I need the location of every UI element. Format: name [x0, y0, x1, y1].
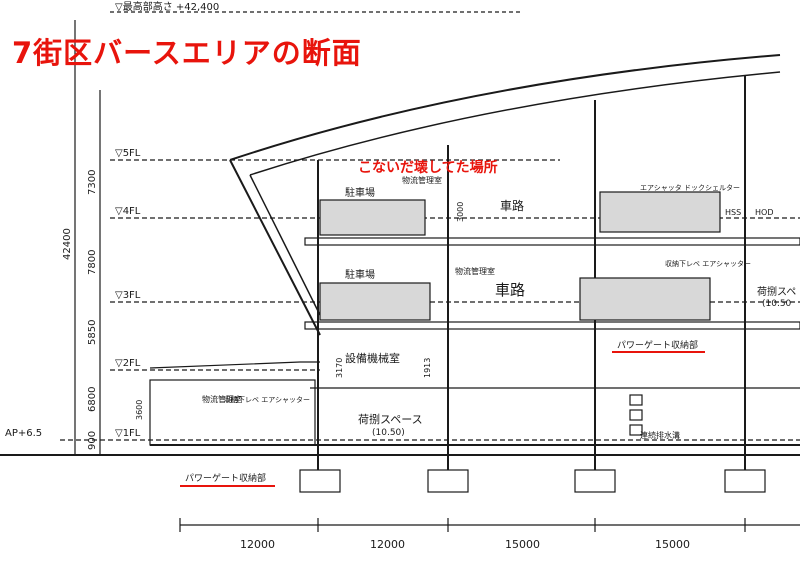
room-equipment: 設備機械室: [345, 351, 400, 365]
window-right-2: [629, 409, 643, 421]
room-logistics-4f: 物流管理室: [402, 175, 442, 185]
air-shutter-1f-label: 収納下レベ エアシャッター: [224, 395, 310, 404]
vertical-dim-3: 5850: [87, 320, 98, 345]
vertical-dim-1: 7300: [87, 170, 98, 195]
truck-3f-left: [319, 282, 431, 321]
power-gate-label-upper: パワーゲート収納部: [617, 339, 698, 351]
page-title: 7街区バースエリアの断面: [12, 36, 362, 70]
height-3600-label: 3600: [135, 400, 144, 420]
height-1913-label: 1913: [423, 358, 432, 378]
footing-2: [427, 469, 469, 493]
drain-label: 連続排水溝: [640, 430, 680, 440]
vertical-dim-5: 900: [87, 431, 98, 450]
footing-1: [299, 469, 341, 493]
canopy-left: [149, 361, 320, 369]
height-3170-label: 3170: [335, 358, 344, 378]
vertical-dim-2: 7800: [87, 250, 98, 275]
floor-label-5fl: ▽5FL: [115, 148, 141, 159]
floor-label-4fl: ▽4FL: [115, 206, 141, 217]
slab-4f: [304, 237, 800, 246]
truck-4f-right: [599, 191, 721, 233]
footing-4: [724, 469, 766, 493]
height-3000-label: 3000: [456, 202, 465, 222]
room-cargo-space: 荷捌スペース: [358, 412, 423, 426]
ap-label: AP+6.5: [5, 428, 42, 439]
room-road-3f: 車路: [495, 281, 525, 299]
room-parking-4f: 駐車場: [345, 186, 375, 199]
truck-3f-right: [579, 277, 711, 321]
damage-annotation: こないだ壊してた場所: [358, 160, 498, 176]
slab-3f: [304, 321, 800, 330]
truck-4f-left: [319, 199, 426, 236]
room-cargo-space-sub: (10.50): [372, 428, 405, 438]
roof-outer: [229, 54, 781, 161]
hss-label: HSS: [725, 208, 741, 217]
annex-left: [149, 379, 316, 446]
window-right-3: [629, 424, 643, 436]
room-cargo-space-right: 荷捌スペ: [757, 285, 796, 298]
span-label-1: 12000: [240, 538, 275, 551]
span-label-3: 15000: [505, 538, 540, 551]
floor-label-2fl: ▽2FL: [115, 358, 141, 369]
air-shutter-3f-label: 収納下レベ エアシャッター: [665, 259, 751, 268]
span-label-2: 12000: [370, 538, 405, 551]
room-parking-3f: 駐車場: [345, 268, 375, 281]
roof-inner: [249, 71, 781, 176]
room-cargo-space-right-sub: (10.50: [762, 299, 792, 309]
room-road-4f: 車路: [500, 198, 524, 213]
window-right-1: [629, 394, 643, 406]
total-height-dim: 42400: [62, 228, 73, 260]
facade-inner: [249, 174, 321, 316]
floor-label-3fl: ▽3FL: [115, 290, 141, 301]
footing-3: [574, 469, 616, 493]
facade-outer: [229, 159, 321, 336]
floor-label-1fl: ▽1FL: [115, 428, 141, 439]
dock-shelter-label: エアシャッタ ドックシェルター: [640, 183, 740, 192]
power-gate-label-lower: パワーゲート収納部: [185, 472, 266, 484]
vertical-dim-4: 6800: [87, 387, 98, 412]
top-height-label: ▽最高部高さ +42,400: [115, 0, 219, 13]
room-logistics-3f: 物流管理室: [455, 266, 495, 276]
span-label-4: 15000: [655, 538, 690, 551]
hod-label: HOD: [755, 208, 773, 217]
room-logistics-1f: 物流管理室: [202, 394, 242, 404]
